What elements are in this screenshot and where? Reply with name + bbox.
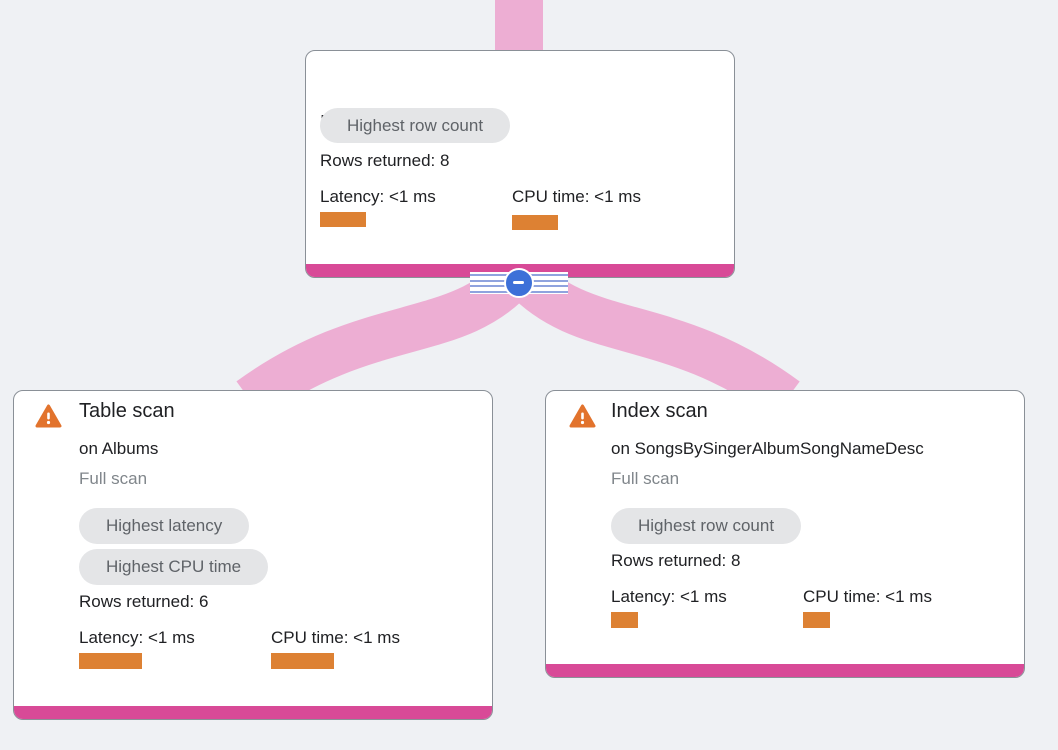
cpu-time-bar [803,612,830,628]
node-hash-join[interactable]: Hash join Highest row count Rows returne… [305,50,735,278]
latency-label: Latency: <1 ms [79,628,195,647]
latency-bar [611,612,638,628]
badge-highest-cpu-time: Highest CPU time [79,549,269,585]
cpu-time-bar [512,215,558,230]
node-accent-bar [14,706,492,719]
scan-type-text: Full scan [611,469,680,488]
badge-highest-row-count: Highest row count [611,508,802,544]
rows-returned-text: Rows returned: 8 [611,551,741,570]
badge-highest-latency: Highest latency [79,508,250,544]
cpu-time-bar [271,653,334,669]
edge-parent-to-hash-join [495,0,543,51]
cpu-time-label: CPU time: <1 ms [271,628,400,647]
latency-label: Latency: <1 ms [320,187,436,206]
node-subtitle: on Albums [79,439,159,458]
edge-hash-join-to-index-scan [504,258,800,419]
node-accent-bar [546,664,1024,677]
node-index-scan[interactable]: Index scan on SongsBySingerAlbumSongName… [545,390,1025,678]
warning-icon [35,404,62,428]
scan-type-text: Full scan [79,469,148,488]
edge-hash-join-to-table-scan [236,258,534,419]
node-subtitle: on SongsBySingerAlbumSongNameDesc [611,439,924,458]
minus-icon [513,281,524,284]
rows-returned-text: Rows returned: 8 [320,151,450,170]
cpu-time-label: CPU time: <1 ms [803,587,932,606]
latency-label: Latency: <1 ms [611,587,727,606]
cpu-time-label: CPU time: <1 ms [512,187,641,206]
node-title: Index scan [611,400,708,422]
latency-bar [320,212,366,227]
node-title: Table scan [79,400,175,422]
collapse-children-button[interactable] [504,268,534,298]
latency-bar [79,653,142,669]
node-table-scan[interactable]: Table scan on Albums Full scan Highest l… [13,390,493,720]
warning-icon [569,404,596,428]
rows-returned-text: Rows returned: 6 [79,592,209,611]
badge-highest-row-count: Highest row count [320,108,511,143]
